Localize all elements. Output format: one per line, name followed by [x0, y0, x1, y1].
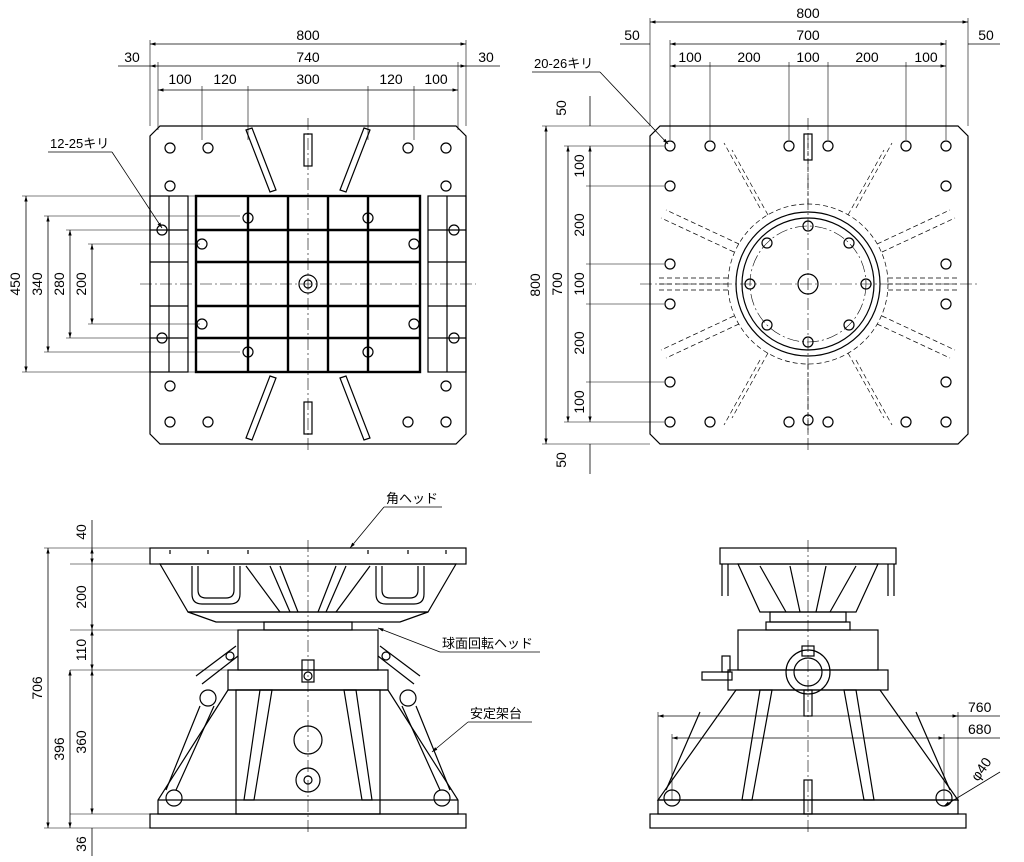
dim-50-bottom: 50	[553, 452, 569, 468]
beam-grid	[194, 194, 422, 374]
dim-700-v: 700	[549, 272, 565, 296]
head-ribs	[245, 565, 371, 613]
side-dims: 760 680 φ40	[657, 699, 1001, 807]
dim-760: 760	[968, 699, 992, 715]
dim-200-f: 200	[73, 585, 89, 609]
dim-50-top: 50	[553, 100, 569, 116]
hole-callout-tl: 12-25キリ	[48, 136, 163, 229]
dim-50-left: 50	[624, 27, 640, 43]
top-bolts	[169, 550, 447, 554]
dim-680: 680	[968, 721, 992, 737]
hole-note-20-26: 20-26キリ	[534, 56, 593, 71]
side-ribs	[759, 565, 857, 613]
dim-120-b: 120	[379, 71, 403, 87]
dim-200-v1: 200	[571, 213, 587, 237]
dim-100-b: 100	[424, 71, 448, 87]
top-right-h-dims: 800 50 700 50 100 200 100 200 100	[620, 5, 1000, 140]
top-left-h-dims: 800 30 740 30 100 120 300 120 100	[118, 27, 500, 140]
side-view: 760 680 φ40	[649, 540, 1001, 834]
dim-360: 360	[73, 730, 89, 754]
dim-396: 396	[51, 737, 67, 761]
label-square-head: 角ヘッド	[386, 491, 438, 506]
dim-30-right: 30	[478, 49, 494, 65]
hole-callout-tr: 20-26キリ	[532, 56, 669, 145]
dim-100-v1: 100	[571, 154, 587, 178]
dim-30-left: 30	[124, 49, 140, 65]
dim-100-r3: 100	[914, 49, 938, 65]
dim-36: 36	[73, 836, 89, 852]
dim-200-tl: 200	[73, 272, 89, 296]
dim-40: 40	[73, 524, 89, 540]
top-left-v-dims: 450 340 280 200	[7, 195, 240, 373]
front-v-dims: 706 40 200 110 396 360 36	[29, 520, 238, 856]
dim-200-v2: 200	[571, 331, 587, 355]
dim-50-right: 50	[978, 27, 994, 43]
dim-700-h: 700	[796, 27, 820, 43]
front-arms	[165, 645, 451, 807]
side-rails	[149, 195, 467, 373]
hole-note-12-25: 12-25キリ	[50, 136, 109, 151]
pcd-holes	[744, 220, 872, 348]
front-labels: 角ヘッド 球面回転ヘッド 安定架台	[349, 491, 540, 753]
dim-200-r1: 200	[737, 49, 761, 65]
label-sphere-head: 球面回転ヘッド	[442, 636, 533, 651]
top-right-view: 800 50 700 50 100 200 100 200 100 20-26キ…	[527, 5, 1000, 474]
hidden-ribs	[656, 134, 960, 434]
dim-100-v2: 100	[571, 272, 587, 296]
top-right-v-dims: 800 700 50 100 200 100 200 100 50	[527, 96, 664, 474]
dim-100-a: 100	[168, 71, 192, 87]
front-view: 706 40 200 110 396 360 36 角ヘッド	[29, 491, 540, 856]
dim-706: 706	[29, 676, 45, 700]
dim-phi40: φ40	[967, 754, 994, 784]
dim-800-v: 800	[527, 273, 543, 297]
dim-120-a: 120	[213, 71, 237, 87]
dim-110: 110	[73, 639, 89, 662]
mounting-holes-r	[664, 140, 952, 428]
dim-450: 450	[7, 272, 23, 296]
dim-280: 280	[51, 272, 67, 296]
label-stand: 安定架台	[470, 706, 522, 721]
dim-100-r2: 100	[796, 49, 820, 65]
dim-340: 340	[29, 272, 45, 296]
dim-100-v3: 100	[571, 390, 587, 414]
dim-200-r2: 200	[855, 49, 879, 65]
dim-800-tr: 800	[796, 5, 820, 21]
dim-740: 740	[296, 49, 320, 65]
top-left-view: 800 30 740 30 100 120 300 120 100 450	[7, 27, 500, 452]
dim-800-tl: 800	[296, 27, 320, 43]
dim-100-r1: 100	[678, 49, 702, 65]
dim-300: 300	[296, 71, 320, 87]
